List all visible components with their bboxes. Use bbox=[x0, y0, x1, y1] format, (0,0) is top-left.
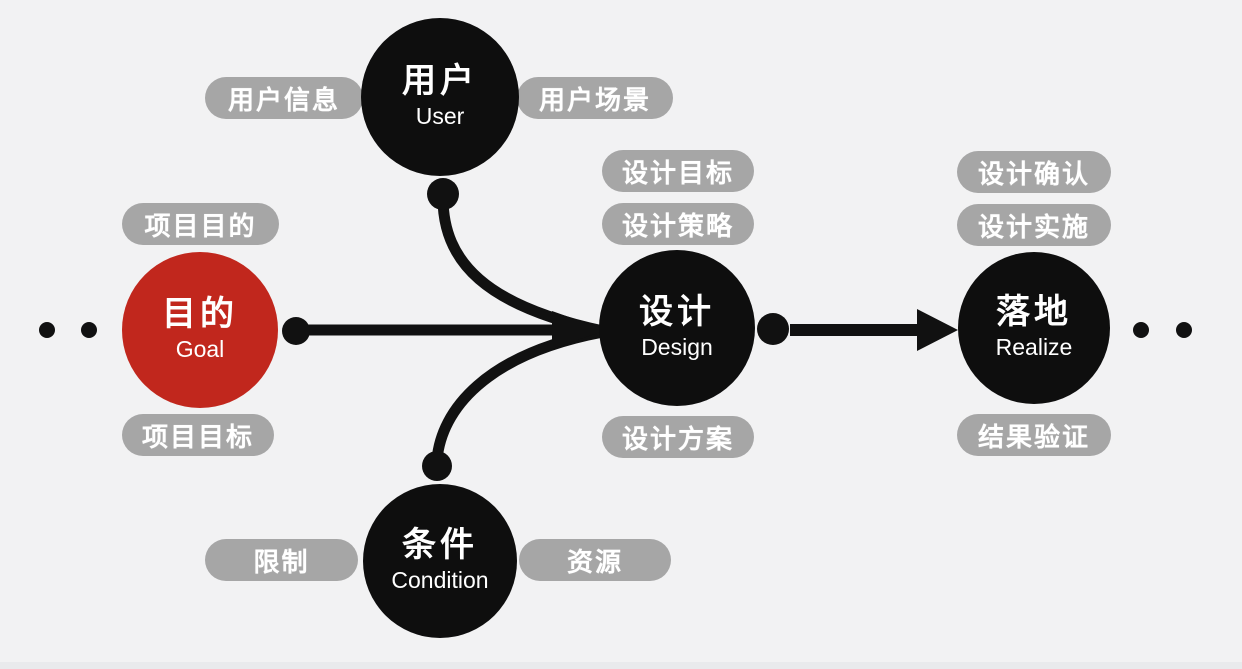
node-design-subtitle: Design bbox=[641, 334, 713, 361]
pill-result-verify: 结果验证 bbox=[957, 414, 1111, 456]
pill-resource: 资源 bbox=[519, 539, 671, 581]
node-user: 用户 User bbox=[361, 18, 519, 176]
node-realize-subtitle: Realize bbox=[995, 334, 1073, 361]
pill-project-purpose: 项目目的 bbox=[122, 203, 279, 245]
pill-design-plan: 设计方案 bbox=[602, 416, 754, 458]
pill-project-purpose-label: 项目目的 bbox=[144, 210, 257, 241]
pill-limit-label: 限制 bbox=[253, 546, 310, 577]
pill-design-confirm: 设计确认 bbox=[957, 151, 1111, 193]
node-user-title: 用户 bbox=[402, 62, 478, 100]
ellipsis-dot-left-2 bbox=[81, 322, 97, 338]
pill-design-confirm-label: 设计确认 bbox=[977, 158, 1090, 189]
arrowhead-icon bbox=[917, 309, 958, 351]
ellipsis-dot-left-1 bbox=[39, 322, 55, 338]
pill-user-info: 用户信息 bbox=[205, 77, 363, 119]
pill-design-target-label: 设计目标 bbox=[621, 157, 734, 188]
pill-user-scene-label: 用户场景 bbox=[538, 84, 651, 115]
ellipsis-dot-right-2 bbox=[1176, 322, 1192, 338]
pill-design-strategy: 设计策略 bbox=[602, 203, 754, 245]
pill-design-implement-label: 设计实施 bbox=[977, 211, 1090, 242]
pill-design-strategy-label: 设计策略 bbox=[621, 210, 734, 241]
node-goal: 目的 Goal bbox=[122, 252, 278, 408]
pill-design-implement: 设计实施 bbox=[957, 204, 1111, 246]
pill-user-scene: 用户场景 bbox=[517, 77, 673, 119]
node-design-title: 设计 bbox=[639, 293, 715, 331]
edge-user-to-design bbox=[437, 192, 609, 337]
edge-condition-to-design bbox=[431, 326, 609, 466]
pill-project-target: 项目目标 bbox=[122, 414, 274, 456]
pill-limit: 限制 bbox=[205, 539, 358, 581]
pill-result-verify-label: 结果验证 bbox=[977, 421, 1090, 452]
junction-dot-goal bbox=[282, 317, 310, 345]
node-user-subtitle: User bbox=[415, 103, 465, 130]
node-condition-title: 条件 bbox=[402, 526, 478, 564]
edge-converge-wedge bbox=[552, 311, 606, 349]
pill-resource-label: 资源 bbox=[566, 546, 623, 577]
node-goal-subtitle: Goal bbox=[175, 336, 225, 363]
ellipsis-dot-right-1 bbox=[1133, 322, 1149, 338]
junction-dot-condition bbox=[422, 451, 452, 481]
node-goal-title: 目的 bbox=[162, 295, 238, 333]
pill-design-target: 设计目标 bbox=[602, 150, 754, 192]
pill-project-target-label: 项目目标 bbox=[141, 421, 254, 452]
node-realize: 落地 Realize bbox=[958, 252, 1110, 404]
junction-dot-design bbox=[757, 313, 789, 345]
pill-user-info-label: 用户信息 bbox=[227, 84, 340, 115]
node-condition: 条件 Condition bbox=[363, 484, 517, 638]
node-realize-title: 落地 bbox=[996, 293, 1072, 331]
pill-design-plan-label: 设计方案 bbox=[621, 423, 734, 454]
junction-dot-user bbox=[427, 178, 459, 210]
node-design: 设计 Design bbox=[599, 250, 755, 406]
node-condition-subtitle: Condition bbox=[391, 567, 489, 594]
